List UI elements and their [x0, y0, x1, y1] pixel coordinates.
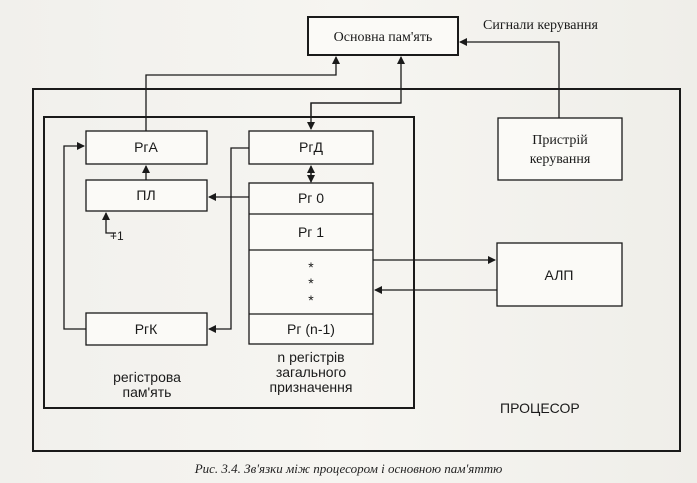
- register-memory-line-1: регістрова: [113, 369, 181, 385]
- alu-box: [496, 242, 623, 307]
- reg-1-label: Рг 1: [298, 224, 324, 240]
- control-signals-label: Сигнали керування: [483, 18, 598, 33]
- arrow-rgk-to-rga: [63, 142, 86, 330]
- arrow-rga-to-memory: [145, 56, 340, 131]
- register-stack: [248, 182, 374, 345]
- reg-a-label: РгА: [134, 139, 158, 155]
- arrow-rgd-to-rgk: [208, 147, 249, 333]
- reg-k-label: РгК: [135, 321, 158, 337]
- processor-label: ПРОЦЕСОР: [500, 400, 580, 416]
- reg-d-label: РгД: [299, 139, 323, 155]
- register-memory-label: регістрова пам'ять: [92, 370, 202, 400]
- register-memory-line-2: пам'ять: [122, 384, 172, 400]
- reg-ellipsis-2: *: [308, 275, 314, 291]
- reg-0-label: Рг 0: [298, 190, 324, 206]
- general-registers-line-1: n регістрів: [277, 349, 345, 365]
- main-memory-label: Основна пам'ять: [334, 30, 433, 45]
- reg-n1-label: Рг (n-1): [287, 321, 335, 337]
- arrow-rgd-to-memory: [310, 56, 405, 118]
- general-registers-label: n регістрів загального призначення: [256, 350, 366, 395]
- reg-ellipsis-1: *: [308, 259, 314, 275]
- arrow-memory-to-rgd: [307, 102, 401, 130]
- general-registers-line-3: призначення: [269, 379, 353, 395]
- general-registers-line-2: загального: [275, 364, 347, 380]
- control-unit-label-2: керування: [530, 152, 591, 167]
- figure-caption: Рис. 3.4. Зв'язки між процесором і основ…: [194, 461, 503, 476]
- main-memory-box: [307, 16, 459, 56]
- increment-label: +1: [110, 229, 124, 243]
- pc-label: ПЛ: [136, 187, 155, 203]
- register-block: [43, 116, 415, 409]
- alu-label: АЛП: [545, 267, 574, 283]
- arrow-increment: [102, 212, 116, 234]
- reg-a-box: [85, 130, 208, 165]
- reg-d-box: [248, 130, 374, 165]
- reg-ellipsis-3: *: [308, 292, 314, 308]
- processor-box: [32, 88, 681, 452]
- control-unit-label-1: Пристрій: [532, 133, 588, 148]
- control-signals-line: [459, 38, 560, 118]
- control-unit-box: [497, 117, 623, 181]
- pc-box: [85, 179, 208, 212]
